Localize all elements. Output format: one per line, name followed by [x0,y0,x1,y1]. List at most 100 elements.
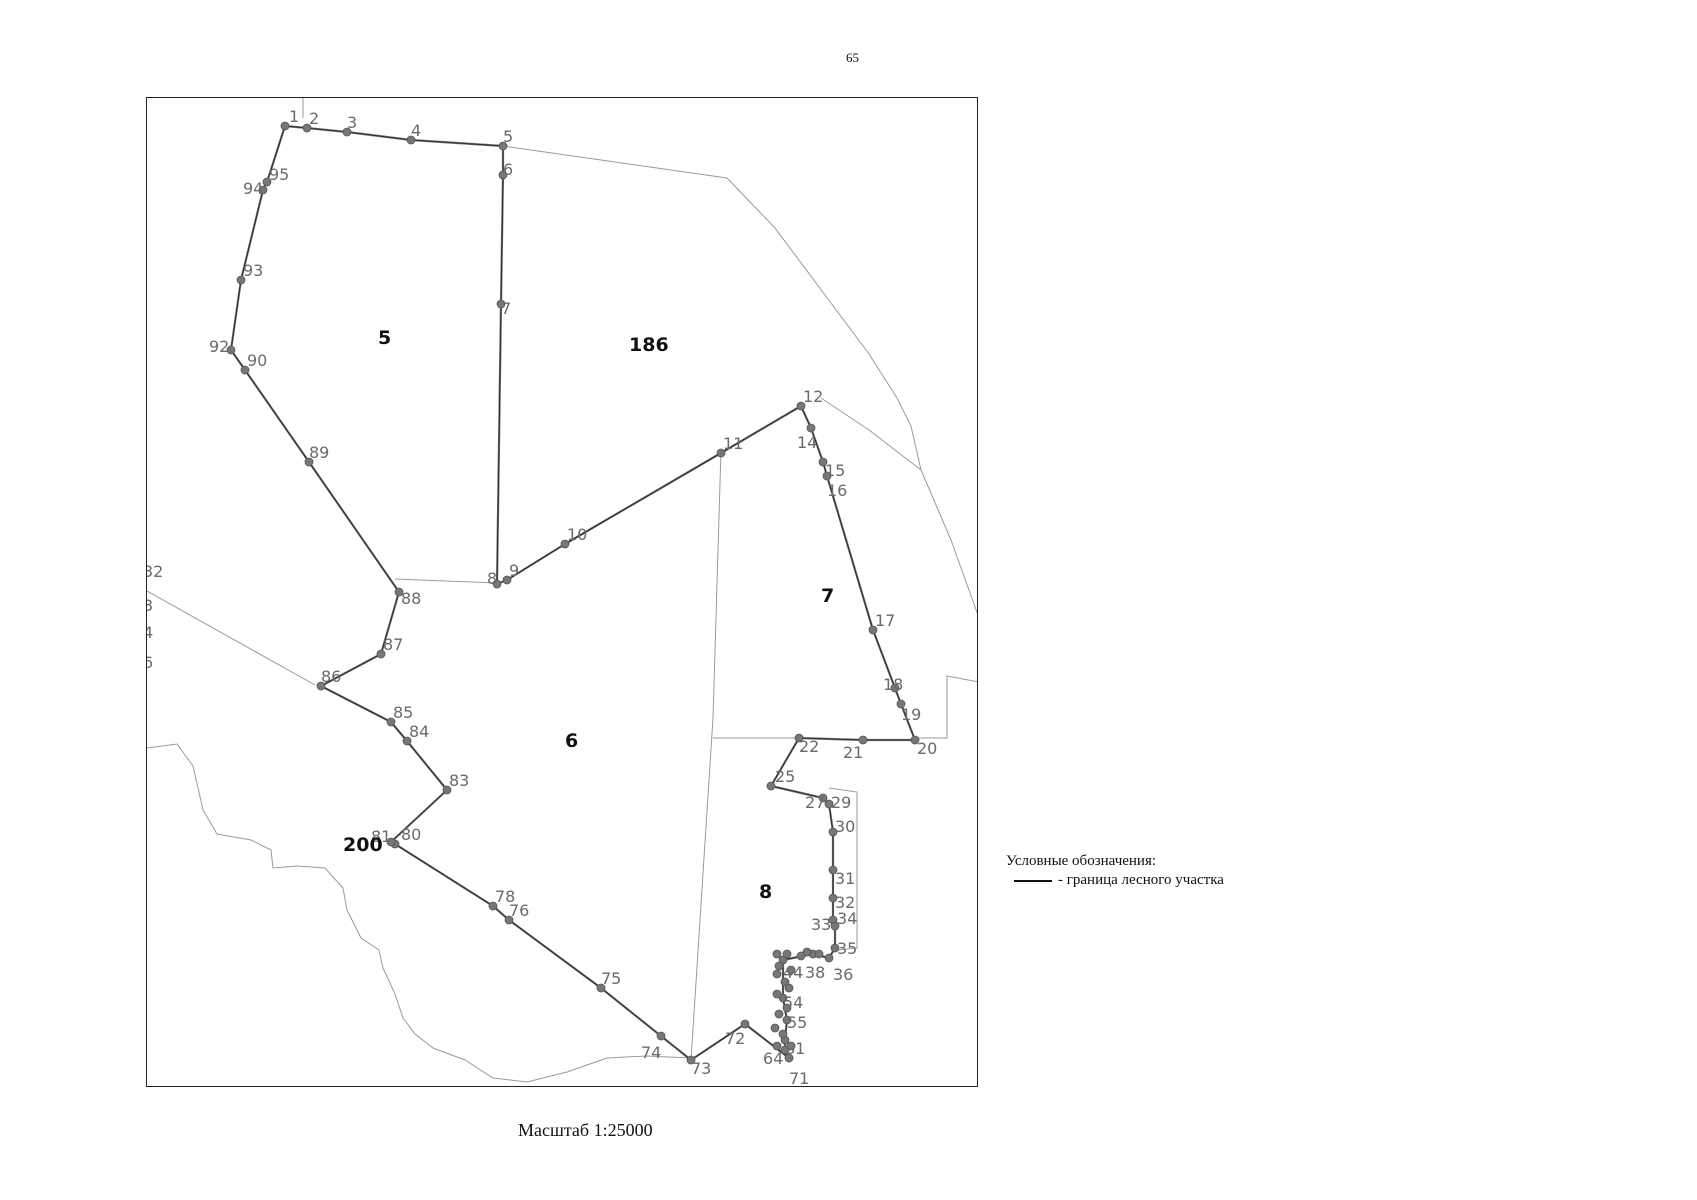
vertex-marker [796,951,806,961]
boundary-vertex: 78 [488,887,515,911]
vertex-marker [784,983,794,993]
vertex-label: 85 [393,703,413,722]
boundary-vertex: 94 [243,179,268,198]
boundary-vertex: 71 [784,1053,809,1087]
vertex-label: 35 [837,939,857,958]
boundary-vertex: 31 [828,865,855,888]
vertex-label: 64 [763,1049,783,1068]
boundary-vertex: 25 [766,767,795,791]
vertex-marker [774,961,784,971]
boundary-vertex: 81 [371,827,396,847]
plot-label: 7 [821,585,834,607]
boundary-vertex: 22 [794,733,819,756]
boundary-vertex: 21 [843,735,868,762]
boundary-vertex: 86 [316,667,341,691]
boundary-vertex: 3 [342,113,357,137]
vertex-marker [774,1009,784,1019]
vertex-label: 21 [843,743,863,762]
boundary-vertex: 88 [394,587,421,608]
vertex-marker [496,299,506,309]
boundary-vertex: 1 [280,107,299,131]
vertex-marker [498,141,508,151]
vertex-label: 92 [209,337,229,356]
vertex-marker [814,949,824,959]
vertex-label: 31 [835,869,855,888]
boundary-vertex: 76 [504,901,529,925]
vertex-label: 86 [321,667,341,686]
vertex-marker [772,989,782,999]
boundary-vertex: 73 [686,1055,711,1078]
vertex-marker [376,649,386,659]
vertex-marker [740,1019,750,1029]
vertex-label: 87 [383,635,403,654]
boundary-vertex: 93 [236,261,263,285]
vertex-label: 11 [723,434,743,453]
vertex-label: 27 [805,793,825,812]
vertex-marker [560,539,570,549]
vertex-marker [828,865,838,875]
vertex-marker [686,1055,696,1065]
boundary-vertex: 17 [868,611,895,635]
boundary-vertex: 9 [502,561,519,585]
vertex-label: 8 [487,569,497,588]
vertex-label: 71 [789,1069,809,1087]
background-lines [147,98,977,1083]
boundary-vertex: 89 [304,443,329,467]
vertex-marker [818,457,828,467]
vertex-marker [258,185,268,195]
boundary-vertex: 16 [822,471,847,500]
vertex-marker [402,736,412,746]
scale-caption: Масштаб 1:25000 [518,1120,653,1140]
vertex-label: 7 [501,299,511,318]
vertex-label: 10 [567,525,587,544]
edge-label: 3 [147,596,153,615]
vertex-label: 75 [601,969,621,988]
vertex-marker [786,965,796,975]
legend: Условные обозначения: - граница лесного … [1006,852,1224,890]
vertex-marker [780,977,790,987]
boundary-vertex: 38 [805,949,825,982]
vertex-label: 5 [503,127,513,146]
boundary-vertex: 74 [641,1031,666,1062]
bg-line-east [920,469,977,614]
plot-label: 5 [378,327,391,349]
vertex-marker [406,135,416,145]
plot-label: 200 [343,834,383,856]
boundary-vertex: 14 [797,423,817,452]
vertex-marker [240,365,250,375]
vertex-marker [828,893,838,903]
vertex-marker [656,1031,666,1041]
boundary-vertex: 30 [828,817,855,837]
vertex-marker [896,699,906,709]
edge-labels: 32 3 4 6 [147,562,163,672]
vertex-marker [830,943,840,953]
vertex-marker [782,949,792,959]
vertex-label: 83 [449,771,469,790]
vertex-label: 32 [835,893,855,912]
vertex-marker [778,993,788,1003]
vertex-label: 38 [805,963,825,982]
boundary-vertex: 55 [782,1013,807,1032]
bg-line-12-east [820,397,922,471]
legend-item-boundary: - граница лесного участка [1006,871,1224,890]
vertex-marker [262,177,272,187]
vertex-label: 80 [401,825,421,844]
vertex-marker [502,575,512,585]
vertex-label: 17 [875,611,895,630]
plot-label: 8 [759,881,772,903]
vertex-marker [818,793,828,803]
bg-line-west-88 [147,590,316,686]
legend-title: Условные обозначения: [1006,853,1157,869]
boundary-vertex: 10 [560,525,587,549]
vertex-marker [778,1029,788,1039]
boundary-vertex: 92 [209,337,236,356]
vertex-marker [488,901,498,911]
vertex-label: 73 [691,1059,711,1078]
vertex-marker [498,170,508,180]
plot-label: 186 [629,334,669,356]
plot-number-labels: 5 186 7 6 200 8 [343,327,834,903]
boundary-vertex: 75 [596,969,621,993]
